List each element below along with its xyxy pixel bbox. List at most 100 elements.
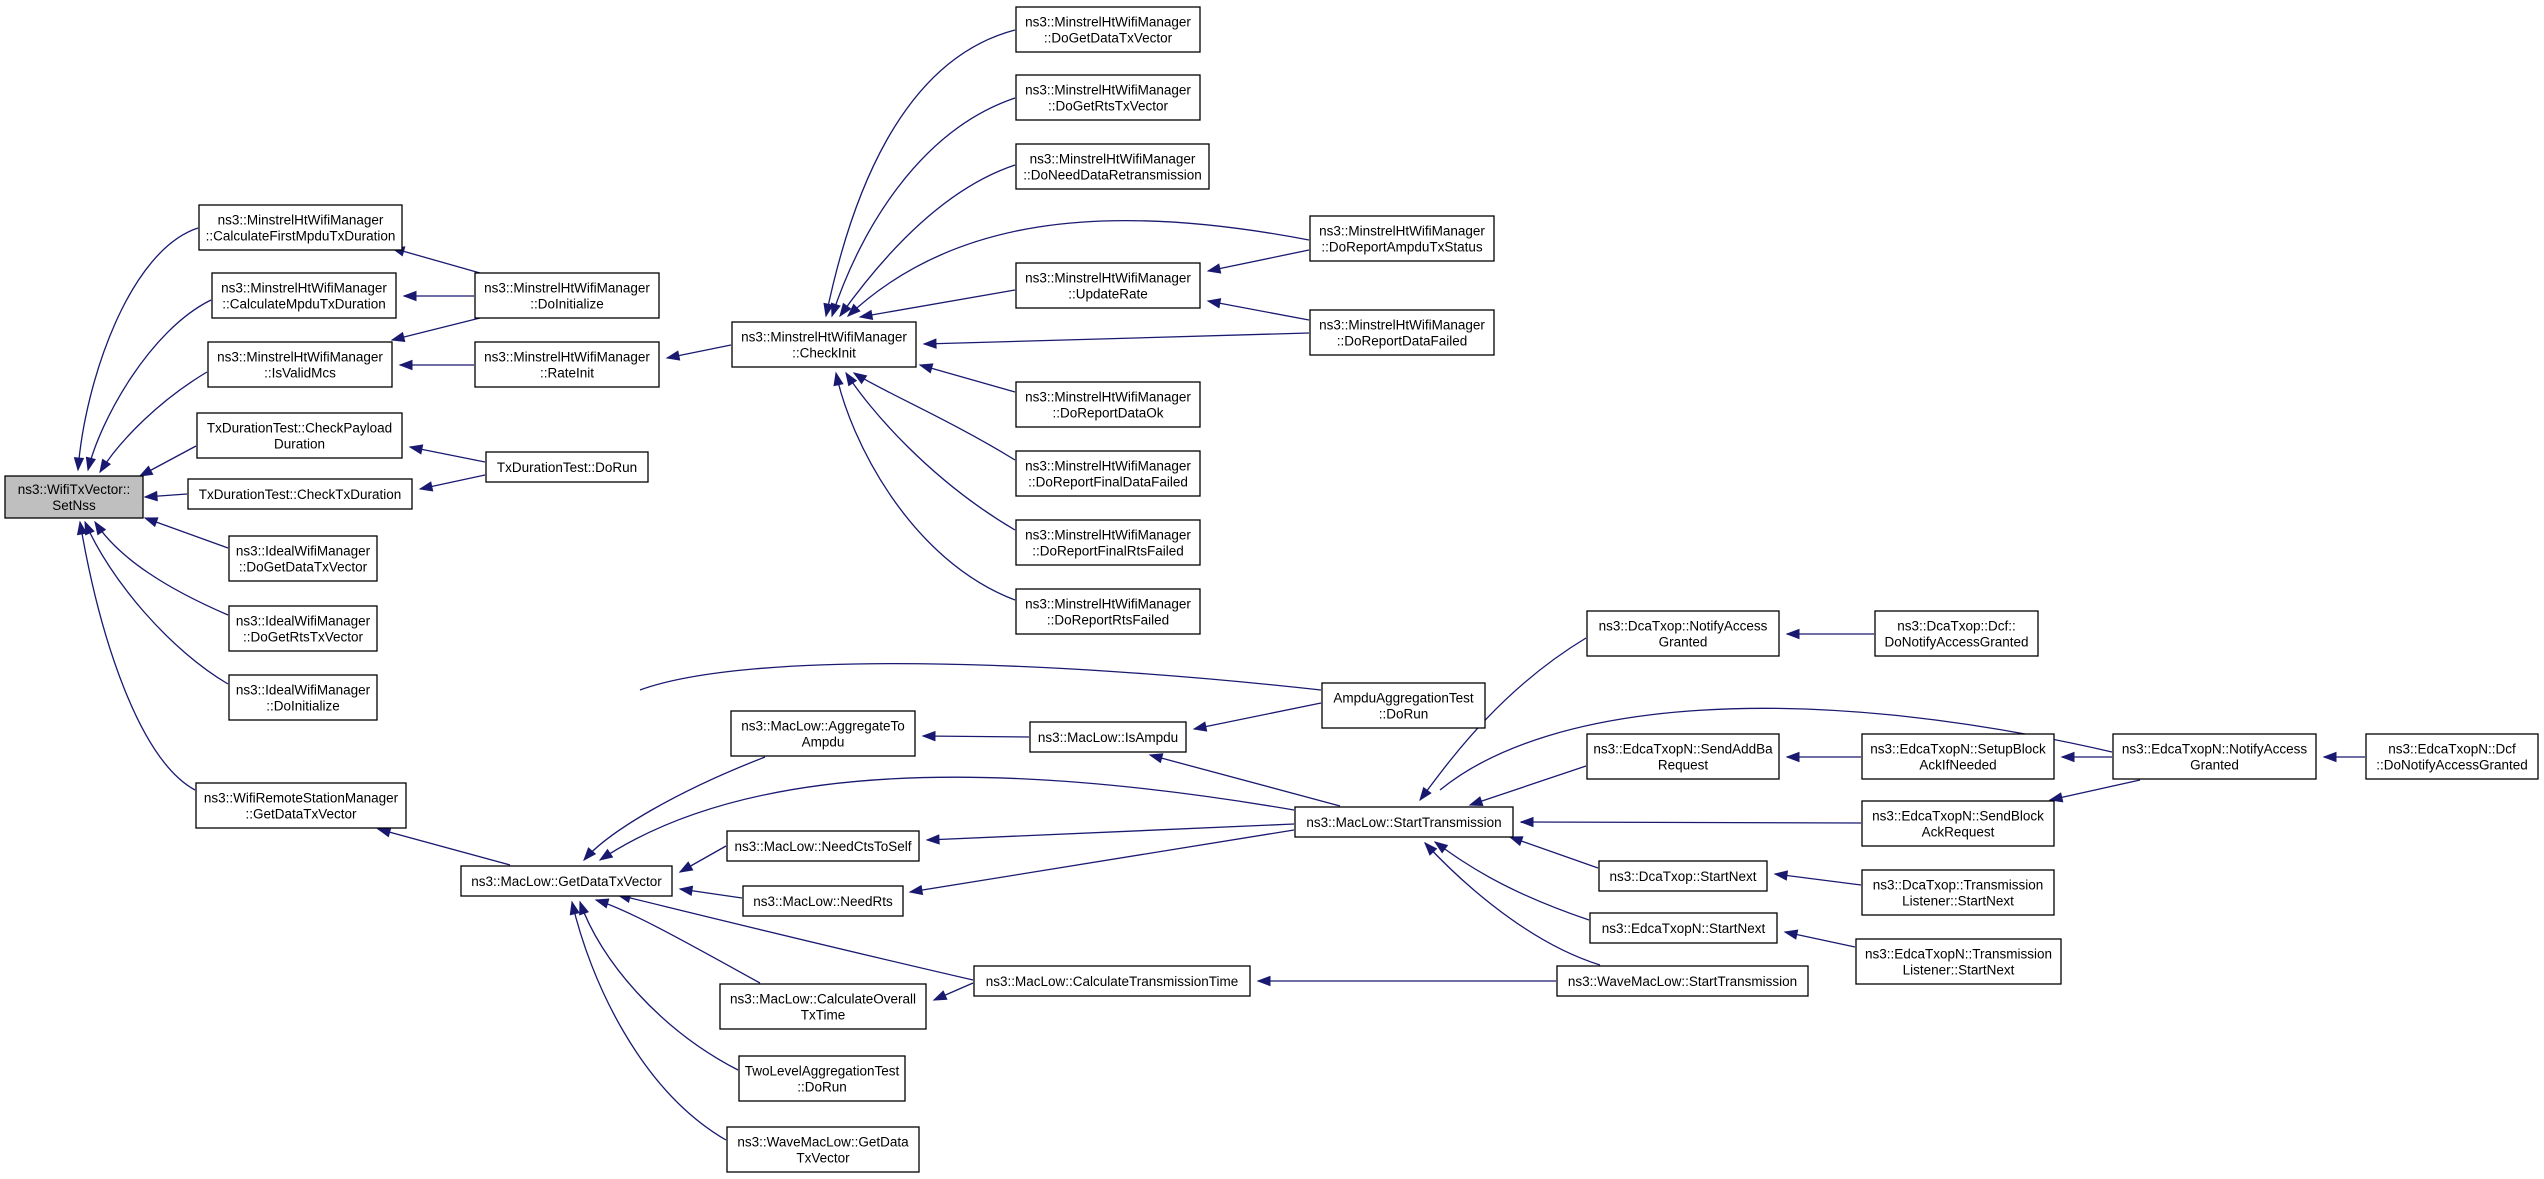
node-mhw_rtsfailed[interactable]: ns3::MinstrelHtWifiManager::DoReportRtsF… <box>1015 588 1201 635</box>
edge-arrowhead <box>598 848 614 861</box>
node-box <box>485 451 649 483</box>
node-wrsm_getdata[interactable]: ns3::WifiRemoteStationManager::GetDataTx… <box>195 782 407 829</box>
node-dca_notify[interactable]: ns3::DcaTxop::NotifyAccessGranted <box>1586 610 1780 657</box>
node-mhw_dataok[interactable]: ns3::MinstrelHtWifiManager::DoReportData… <box>1015 381 1201 428</box>
node-dcf_notify[interactable]: ns3::DcaTxop::Dcf::DoNotifyAccessGranted <box>1874 610 2039 657</box>
edge-dcf_notify-to-dca_notify <box>1785 628 1874 640</box>
node-wml_start[interactable]: ns3::WaveMacLow::StartTransmission <box>1556 965 1809 997</box>
node-mhw_calcfirst[interactable]: ns3::MinstrelHtWifiManager::CalculateFir… <box>198 204 403 251</box>
edge-line <box>579 901 739 1071</box>
node-box <box>2112 733 2317 780</box>
node-ml_getdata[interactable]: ns3::MacLow::GetDataTxVector <box>460 865 673 897</box>
node-setnss[interactable]: ns3::WifiTxVector::SetNss <box>4 475 144 519</box>
node-label: ns3::MacLow::StartTransmission <box>1306 815 1501 830</box>
node-label: TwoLevelAggregationTest <box>745 1064 900 1079</box>
node-mhw_rateinit[interactable]: ns3::MinstrelHtWifiManager::RateInit <box>474 341 660 388</box>
node-box <box>1586 610 1780 657</box>
node-label: ::DoReportAmpduTxStatus <box>1321 240 1483 255</box>
node-label: ::DoReportFinalDataFailed <box>1028 475 1188 490</box>
node-tla_dorun[interactable]: TwoLevelAggregationTest::DoRun <box>738 1055 906 1102</box>
node-wml_getdata[interactable]: ns3::WaveMacLow::GetDataTxVector <box>726 1126 920 1173</box>
node-mhw_finaldata[interactable]: ns3::MinstrelHtWifiManager::DoReportFina… <box>1015 450 1201 497</box>
edge-line <box>583 756 766 861</box>
node-label: ns3::WaveMacLow::GetData <box>737 1135 909 1150</box>
edge-line <box>1207 249 1310 272</box>
node-label: ns3::MinstrelHtWifiManager <box>1025 15 1191 30</box>
node-label: ns3::MacLow::GetDataTxVector <box>471 874 662 889</box>
edge-mhw_checkinit-to-mhw_rateinit <box>665 344 732 361</box>
edge-line <box>1520 821 1862 824</box>
node-box <box>4 475 144 519</box>
edge-dca_listener-to-dca_startnext <box>1773 870 1862 886</box>
edge-line <box>825 29 1016 317</box>
node-txd_checktx[interactable]: TxDurationTest::CheckTxDuration <box>187 478 413 510</box>
edge-arrowhead <box>1256 975 1271 987</box>
node-dca_startnext[interactable]: ns3::DcaTxop::StartNext <box>1598 860 1768 892</box>
node-edca_notify[interactable]: ns3::EdcaTxopN::NotifyAccessGranted <box>2112 733 2317 780</box>
node-ml_isampdu[interactable]: ns3::MacLow::IsAmpdu <box>1029 721 1187 753</box>
node-aat_dorun[interactable]: AmpduAggregationTest::DoRun <box>1321 682 1486 729</box>
node-label: Granted <box>1659 635 1708 650</box>
node-mhw_checkinit[interactable]: ns3::MinstrelHtWifiManager::CheckInit <box>731 321 917 368</box>
edge-line <box>1193 702 1322 730</box>
node-dca_listener[interactable]: ns3::DcaTxop::TransmissionListener::Star… <box>1861 869 2055 916</box>
node-mhw_doneed[interactable]: ns3::MinstrelHtWifiManager::DoNeedDataRe… <box>1015 143 1210 190</box>
node-label: ::CalculateFirstMpduTxDuration <box>206 229 396 244</box>
node-edca_listener[interactable]: ns3::EdcaTxopN::TransmissionListener::St… <box>1855 938 2062 985</box>
node-iw_init[interactable]: ns3::IdealWifiManager::DoInitialize <box>228 674 378 721</box>
edge-line <box>595 899 761 984</box>
node-ml_needrts[interactable]: ns3::MacLow::NeedRts <box>742 885 904 917</box>
edge-mhw_dataok-to-mhw_checkinit <box>918 363 1016 393</box>
node-edca_startnext[interactable]: ns3::EdcaTxopN::StartNext <box>1589 912 1778 944</box>
edge-arrowhead <box>1206 263 1222 274</box>
node-mhw_calcmpdu[interactable]: ns3::MinstrelHtWifiManager::CalculateMpd… <box>211 272 397 319</box>
node-ml_start[interactable]: ns3::MacLow::StartTransmission <box>1294 806 1514 838</box>
edge-arrowhead <box>583 847 597 862</box>
edge-aat_dorun-to-ml_isampdu <box>1192 702 1322 732</box>
edge-arrowhead <box>1783 929 1799 940</box>
edge-mhw_datafailed-to-mhw_checkinit <box>922 332 1310 349</box>
node-mhw_datafailed[interactable]: ns3::MinstrelHtWifiManager::DoReportData… <box>1309 309 1495 356</box>
node-ml_needcts[interactable]: ns3::MacLow::NeedCtsToSelf <box>726 830 920 862</box>
edge-arrowhead <box>2048 792 2064 803</box>
edge-arrowhead <box>1468 796 1484 806</box>
node-mhw_doinit[interactable]: ns3::MinstrelHtWifiManager::DoInitialize <box>474 272 660 319</box>
node-label: Listener::StartNext <box>1902 894 2014 909</box>
node-txd_dorun[interactable]: TxDurationTest::DoRun <box>485 451 649 483</box>
edge-ml_start-to-ml_needcts <box>925 823 1295 845</box>
node-label: ns3::WaveMacLow::StartTransmission <box>1568 974 1797 989</box>
node-label: ::DoInitialize <box>530 297 604 312</box>
node-edca_dcf_notify[interactable]: ns3::EdcaTxopN::Dcf::DoNotifyAccessGrant… <box>2365 733 2539 780</box>
node-label: ::DoGetRtsTxVector <box>243 630 364 645</box>
node-label: ns3::MinstrelHtWifiManager <box>1319 318 1485 333</box>
node-mhw_dogetrts[interactable]: ns3::MinstrelHtWifiManager::DoGetRtsTxVe… <box>1015 74 1201 121</box>
edge-arrowhead <box>408 444 424 455</box>
edge-line <box>391 247 481 274</box>
node-box <box>1861 733 2055 780</box>
node-iw_getdata[interactable]: ns3::IdealWifiManager::DoGetDataTxVector <box>228 535 378 582</box>
node-label: ns3::EdcaTxopN::SetupBlock <box>1870 742 2046 757</box>
node-box <box>207 341 393 388</box>
node-layer: ns3::WifiTxVector::SetNssns3::MinstrelHt… <box>4 6 2539 1173</box>
edge-line <box>144 517 229 549</box>
edge-arrowhead <box>143 490 158 502</box>
edge-tla_dorun-to-ml_getdata <box>579 900 739 1071</box>
node-mhw_dogetdata[interactable]: ns3::MinstrelHtWifiManager::DoGetDataTxV… <box>1015 6 1201 53</box>
node-mhw_update[interactable]: ns3::MinstrelHtWifiManager::UpdateRate <box>1015 262 1201 309</box>
node-iw_getrts[interactable]: ns3::IdealWifiManager::DoGetRtsTxVector <box>228 605 378 652</box>
edge-txd_dorun-to-txd_checktx <box>418 474 486 492</box>
node-mhw_isvalid[interactable]: ns3::MinstrelHtWifiManager::IsValidMcs <box>207 341 393 388</box>
node-label: ns3::MinstrelHtWifiManager <box>1025 597 1191 612</box>
node-mhw_finalrts[interactable]: ns3::MinstrelHtWifiManager::DoReportFina… <box>1015 519 1201 566</box>
edge-arrowhead <box>1424 841 1438 856</box>
node-ml_calctx[interactable]: ns3::MacLow::CalculateTransmissionTime <box>973 965 1251 997</box>
node-mhw_ampdustatus[interactable]: ns3::MinstrelHtWifiManager::DoReportAmpd… <box>1309 215 1495 262</box>
edge-arrowhead <box>678 861 694 873</box>
node-label: ::DoRun <box>1379 707 1429 722</box>
